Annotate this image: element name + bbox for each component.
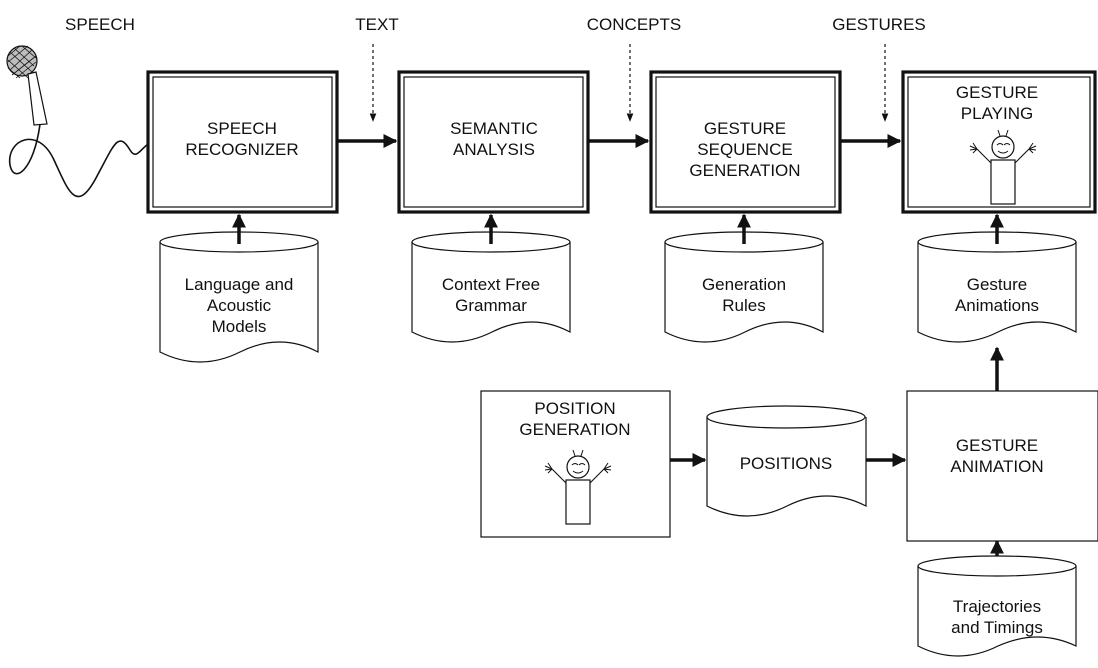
- language-models-line-2: Acoustic: [207, 296, 272, 315]
- grammar-line-1: Context Free: [442, 275, 540, 294]
- position-generation-line-1: POSITION: [534, 399, 615, 418]
- grammar-line-2: Grammar: [455, 296, 527, 315]
- gsg-line-2: SEQUENCE: [697, 140, 792, 159]
- generation-rules-line-2: Rules: [722, 296, 765, 315]
- gesture-playing-line-1: GESTURE: [956, 83, 1038, 102]
- gesture-sequence-generation-box: GESTURE SEQUENCE GENERATION: [649, 70, 842, 214]
- gesture-animations-store: Gesture Animations: [917, 231, 1077, 343]
- language-models-line-1: Language and: [185, 275, 294, 294]
- text-label: TEXT: [355, 15, 398, 34]
- speech-recognizer-line-2: RECOGNIZER: [185, 140, 298, 159]
- trajectories-store: Trajectories and Timings: [917, 555, 1077, 657]
- gestures-label: GESTURES: [832, 15, 926, 34]
- microphone-icon: [6, 45, 149, 198]
- speech-recognizer-line-1: SPEECH: [207, 119, 277, 138]
- trajectories-line-1: Trajectories: [953, 597, 1041, 616]
- semantic-analysis-line-1: SEMANTIC: [450, 119, 538, 138]
- gesture-animations-line-2: Animations: [955, 296, 1039, 315]
- gesture-animation-box: GESTURE ANIMATION: [906, 390, 1098, 542]
- gesture-animation-line-2: ANIMATION: [950, 457, 1043, 476]
- speech-label: SPEECH: [65, 15, 135, 34]
- trajectories-line-2: and Timings: [951, 618, 1043, 637]
- concepts-label: CONCEPTS: [587, 15, 681, 34]
- generation-rules-line-1: Generation: [702, 275, 786, 294]
- gesture-playing-box: GESTURE PLAYING: [901, 70, 1097, 214]
- position-generation-box: POSITION GENERATION: [480, 390, 671, 538]
- speech-recognizer-box: SPEECH RECOGNIZER: [146, 70, 339, 214]
- gesture-animation-line-1: GESTURE: [956, 436, 1038, 455]
- position-generation-line-2: GENERATION: [519, 420, 630, 439]
- gsg-line-1: GESTURE: [704, 119, 786, 138]
- language-models-store: Language and Acoustic Models: [159, 231, 319, 363]
- semantic-analysis-line-2: ANALYSIS: [453, 140, 535, 159]
- semantic-analysis-box: SEMANTIC ANALYSIS: [397, 70, 590, 214]
- gesture-playing-line-2: PLAYING: [961, 104, 1033, 123]
- gsg-line-3: GENERATION: [689, 161, 800, 180]
- gesture-animations-line-1: Gesture: [967, 275, 1027, 294]
- generation-rules-store: Generation Rules: [664, 231, 824, 343]
- positions-line-1: POSITIONS: [740, 454, 833, 473]
- grammar-store: Context Free Grammar: [411, 231, 571, 343]
- language-models-line-3: Models: [212, 317, 267, 336]
- dashed-input-arrows: [369, 44, 889, 122]
- positions-store: POSITIONS: [706, 405, 867, 517]
